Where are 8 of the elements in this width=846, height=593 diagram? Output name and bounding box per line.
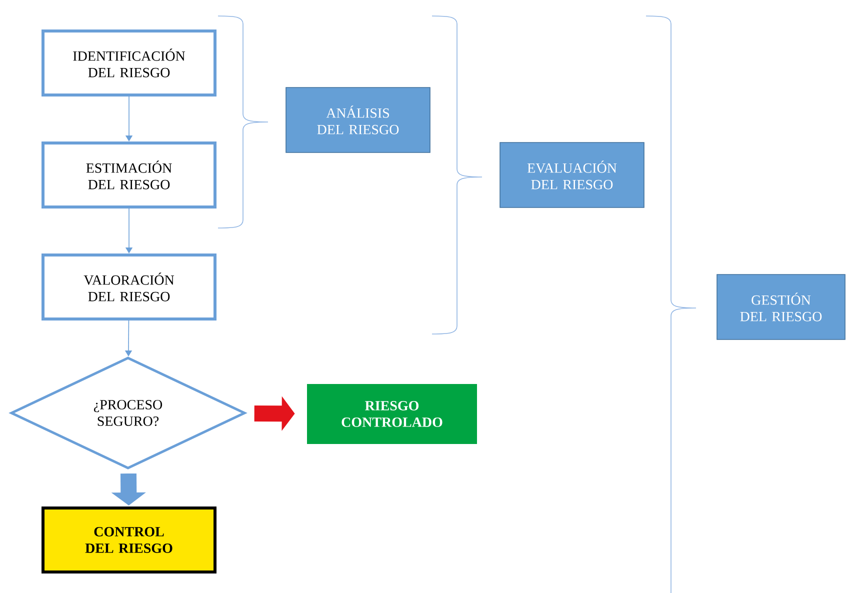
category-box: EVALUACIÓN DEL RIESGO [500,142,644,208]
control-box: CONTROL DEL RIESGO [42,506,216,574]
process-box: ESTIMACIÓN DEL RIESGO [42,142,216,208]
process-box: VALORACIÓN DEL RIESGO [42,254,216,320]
category-box: ANÁLISIS DEL RIESGO [286,87,430,153]
process-box: IDENTIFICACIÓN DEL RIESGO [42,30,216,96]
category-box: GESTIÓN DEL RIESGO [716,274,846,340]
result-box: RIESGO CONTROLADO [307,384,477,444]
